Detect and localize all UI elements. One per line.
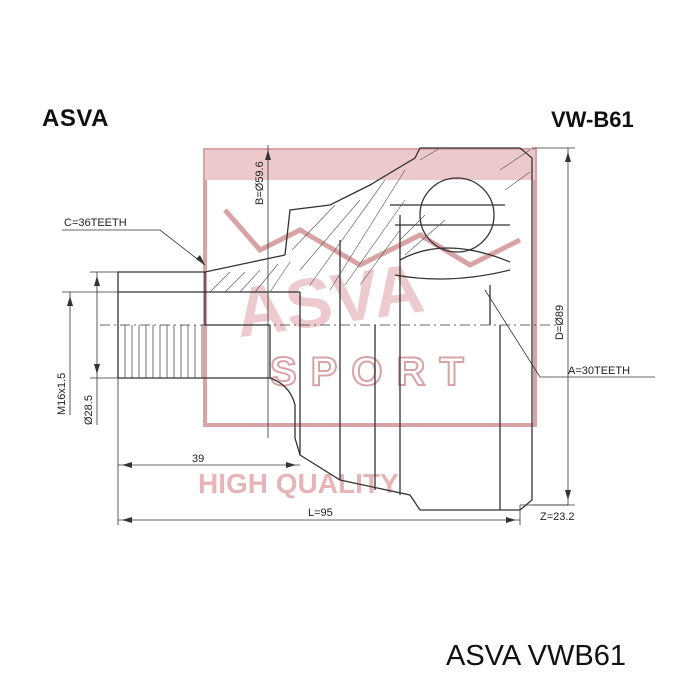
total-length-label: L=95 <box>308 507 333 519</box>
section-hatching <box>209 147 531 293</box>
bell-diameter-label: B=Ø59.6 <box>254 161 266 205</box>
part-code-label: VW-B61 <box>551 107 634 132</box>
shaft-diameter-label: Ø28.5 <box>83 395 95 425</box>
spline-outer-label: C=36TEETH <box>64 217 127 229</box>
brand-label: ASVA <box>42 105 109 132</box>
watermark-logo-text: ASVA <box>230 248 428 352</box>
spline-inner-label: A=30TEETH <box>568 365 630 377</box>
product-caption: ASVA VWB61 <box>446 640 626 672</box>
watermark-slogan: HIGH QUALITY <box>198 468 399 499</box>
outer-diameter-label: D=Ø89 <box>554 305 566 340</box>
shaft-length-label: 39 <box>192 453 204 465</box>
watermark-sub-text: SPORT <box>270 350 478 394</box>
dimension-lines <box>62 145 655 525</box>
thread-label: M16x1.5 <box>56 373 68 415</box>
offset-label: Z=23.2 <box>540 511 575 523</box>
dimension-arrows <box>67 150 571 523</box>
joint-outline <box>100 147 560 511</box>
